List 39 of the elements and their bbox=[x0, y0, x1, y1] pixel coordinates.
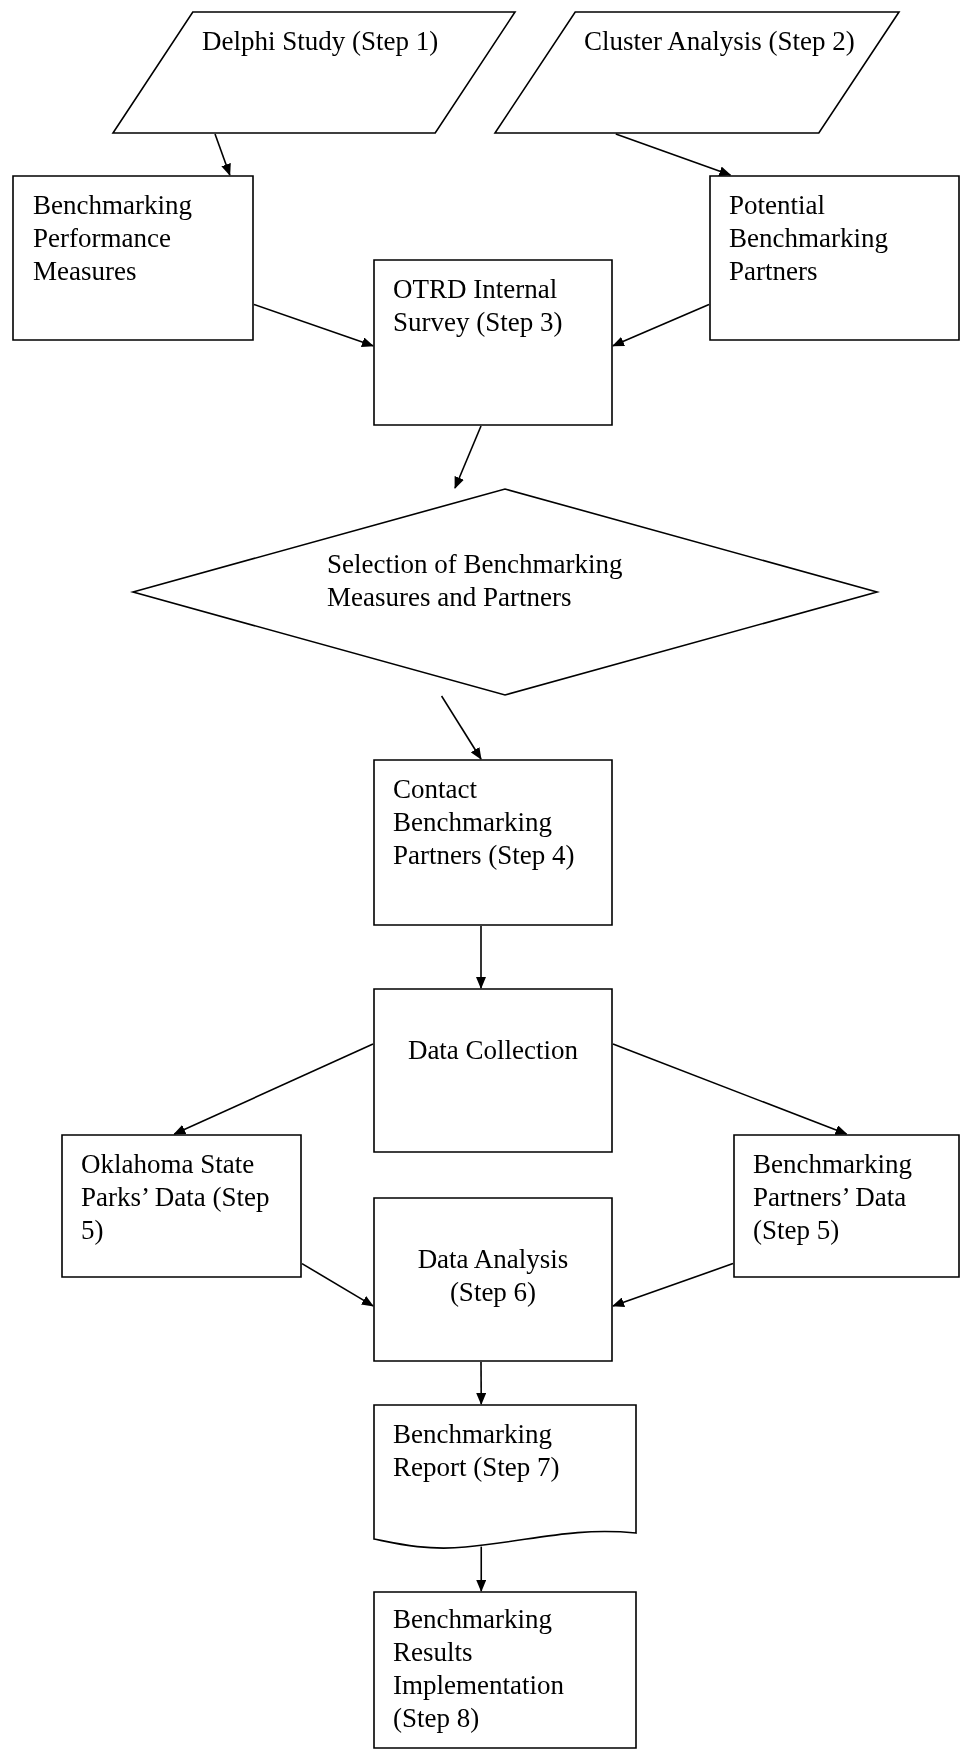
node-label: Data Analysis (Step 6) bbox=[416, 1243, 570, 1309]
node-label: Potential Benchmarking Partners bbox=[729, 189, 889, 288]
arrow bbox=[253, 303, 374, 347]
process-box bbox=[733, 1134, 960, 1278]
document-shape bbox=[373, 1404, 637, 1551]
arrow bbox=[454, 425, 482, 489]
arrow bbox=[214, 133, 231, 176]
arrow bbox=[615, 133, 732, 176]
node-label: Selection of Benchmarking Measures and Partners bbox=[327, 548, 624, 614]
node-label: Oklahoma State Parks’ Data (Step 5) bbox=[81, 1148, 271, 1247]
arrow bbox=[301, 1262, 374, 1307]
decision-diamond bbox=[132, 488, 878, 696]
process-box bbox=[373, 988, 613, 1153]
process-box bbox=[709, 175, 960, 341]
node-label: Benchmarking Results Implementation (Step 8) bbox=[393, 1603, 565, 1735]
process-box bbox=[373, 1197, 613, 1362]
node-label: Benchmarking Report (Step 7) bbox=[393, 1418, 561, 1484]
node-label: OTRD Internal Survey (Step 3) bbox=[393, 273, 564, 339]
arrow bbox=[612, 1262, 734, 1307]
process-box bbox=[373, 759, 613, 926]
process-box bbox=[373, 259, 613, 426]
node-label: Benchmarking Performance Measures bbox=[33, 189, 193, 288]
node-label: Delphi Study (Step 1) bbox=[202, 25, 440, 58]
arrow bbox=[476, 925, 486, 989]
node-label: Cluster Analysis (Step 2) bbox=[584, 25, 856, 58]
arrow bbox=[612, 1043, 848, 1135]
data-parallelogram bbox=[112, 11, 516, 134]
arrow bbox=[173, 1043, 374, 1135]
arrow bbox=[612, 303, 710, 347]
node-label: Contact Benchmarking Partners (Step 4) bbox=[393, 773, 576, 872]
arrow bbox=[476, 1545, 487, 1592]
node-label: Data Collection bbox=[406, 1034, 580, 1067]
arrow bbox=[476, 1361, 487, 1405]
data-parallelogram bbox=[494, 11, 900, 134]
process-box bbox=[61, 1134, 302, 1278]
node-label: Benchmarking Partners’ Data (Step 5) bbox=[753, 1148, 913, 1247]
process-box bbox=[373, 1591, 637, 1749]
process-box bbox=[12, 175, 254, 341]
arrow bbox=[440, 695, 482, 760]
